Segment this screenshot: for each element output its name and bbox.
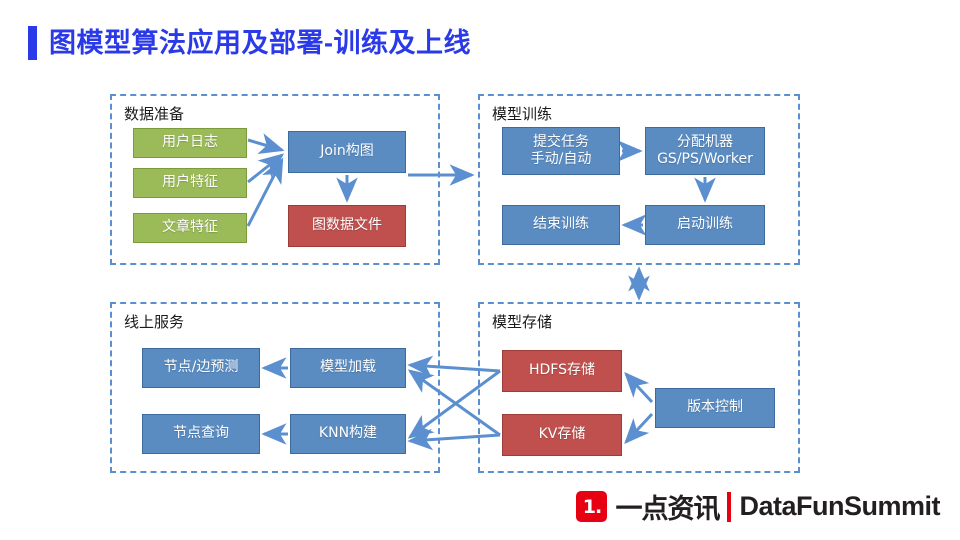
panel-model-training: 模型训练 <box>478 94 800 265</box>
node-knn-build[interactable]: KNN构建 <box>290 414 406 454</box>
node-article-feature[interactable]: 文章特征 <box>133 213 247 243</box>
datafunsummit-logo-text: DataFunSummit <box>739 491 940 521</box>
node-submit-task[interactable]: 提交任务 手动/自动 <box>502 127 620 175</box>
node-allocate-machine[interactable]: 分配机器 GS/PS/Worker <box>645 127 765 175</box>
node-end-training[interactable]: 结束训练 <box>502 205 620 245</box>
panel-title-model-training: 模型训练 <box>492 105 553 123</box>
node-node-edge-predict[interactable]: 节点/边预测 <box>142 348 260 388</box>
node-node-query[interactable]: 节点查询 <box>142 414 260 454</box>
node-graph-data-file[interactable]: 图数据文件 <box>288 205 406 247</box>
node-user-feature[interactable]: 用户特征 <box>133 168 247 198</box>
panel-title-model-storage: 模型存储 <box>492 313 553 331</box>
page-title: 图模型算法应用及部署-训练及上线 <box>28 26 471 60</box>
node-hdfs-storage[interactable]: HDFS存储 <box>502 350 622 392</box>
title-accent-bar <box>28 26 37 60</box>
panel-title-online-service: 线上服务 <box>124 313 185 331</box>
node-kv-storage[interactable]: KV存储 <box>502 414 622 456</box>
node-user-log[interactable]: 用户日志 <box>133 128 247 158</box>
title-label: 图模型算法应用及部署-训练及上线 <box>49 28 471 58</box>
logo-divider <box>727 491 732 522</box>
panel-data-preparation: 数据准备 <box>110 94 440 265</box>
yidian-logo-text: 一点资讯 <box>615 494 720 525</box>
node-start-training[interactable]: 启动训练 <box>645 205 765 245</box>
panel-title-data-preparation: 数据准备 <box>124 105 185 123</box>
node-join-graph[interactable]: Join构图 <box>288 131 406 173</box>
footer-branding: 1. 一点资讯 DataFunSummit <box>576 487 940 526</box>
node-model-load[interactable]: 模型加载 <box>290 348 406 388</box>
yidian-logo-mark: 1. <box>576 491 608 522</box>
node-version-control[interactable]: 版本控制 <box>655 388 775 428</box>
